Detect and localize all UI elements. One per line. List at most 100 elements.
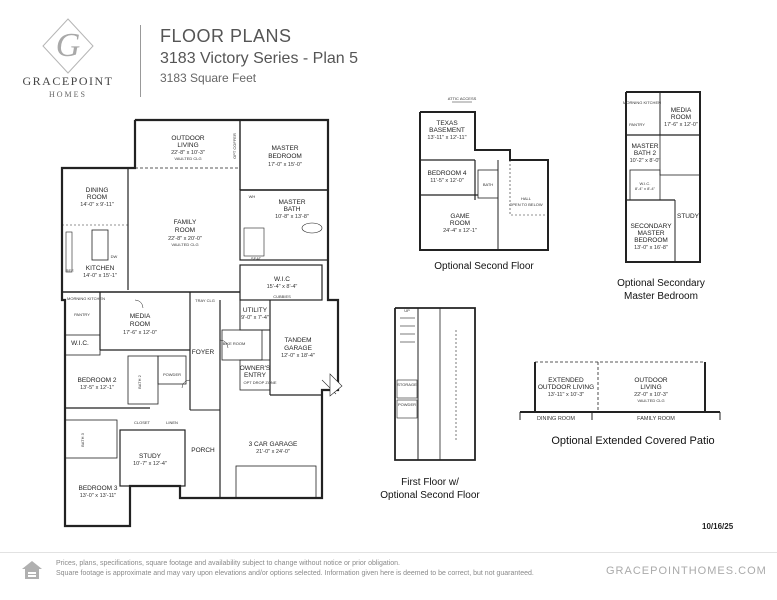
patio-dining-label: DINING ROOM [537,416,575,422]
seat-label: SEAT [251,256,262,261]
kitchen-dim: 14'-0" x 15'-1" [83,273,117,279]
website-link[interactable]: GRACEPOINTHOMES.COM [606,565,767,577]
family-room-label-2: ROOM [175,227,195,234]
bike-room-label: BIKE ROOM [223,341,246,346]
first-floor-caption-1: First Floor w/ [401,477,459,488]
family-room-label: FAMILY [174,219,197,226]
utility-label: UTILITY [243,307,268,314]
master-bath-label-2: BATH [284,206,301,213]
tandem-garage-dim: 12'-0" x 18'-4" [281,353,315,359]
master-bath-dim: 10'-8" x 13'-8" [275,214,309,220]
page-title: FLOOR PLANS [160,26,292,46]
patio-family-label: FAMILY ROOM [637,416,675,422]
master-bedroom-label: MASTER [271,145,298,152]
sm-media-room-label: MEDIA [671,107,692,114]
sm-morning-kitchen-label: MORNING KITCHEN [623,100,661,105]
dw-label: DW [111,254,118,259]
linen-label: LINEN [166,420,178,425]
bedroom-4-label: BEDROOM 4 [427,170,466,177]
texas-basement-label-2: BASEMENT [429,127,465,134]
family-room-dim: 22'-8" x 20'-0" [168,236,202,242]
tandem-garage-label: TANDEM [285,337,312,344]
second-floor-bath-label: BATH [483,182,493,187]
dining-room-label-2: ROOM [87,194,107,201]
attic-access-label: ATTIC ACCESS [448,96,477,101]
patio-outdoor-dim: 22'-0" x 10'-3" [634,392,668,398]
logo-mark-icon: G [42,18,94,74]
optional-second-floor-plan [419,101,549,251]
first-powder-label: POWDER [398,402,416,407]
optional-second-floor-caption: Optional Second Floor [434,261,534,272]
equal-housing-icon [22,561,42,579]
owners-entry-label: OWNER'S [240,365,271,372]
media-room-label: MEDIA [130,313,151,320]
bedroom-3-dim: 13'-0" x 13'-11" [80,493,117,499]
patio-outdoor-label-2: LIVING [640,384,661,391]
sm-media-room-dim: 17'-6" x 12'-0" [664,122,698,128]
extended-outdoor-label-2: OUTDOOR LIVING [538,384,594,391]
brand-name: GRACEPOINT [22,74,114,88]
sm-master-bath-label-2: BATH 2 [634,150,657,157]
master-bath-label: MASTER [278,199,305,206]
disclaimer-line-2: Square footage is approximate and may va… [56,570,534,577]
outdoor-living-note: VAULTED CLG [174,156,201,161]
porch-label: PORCH [191,447,215,454]
master-bedroom-label-2: BEDROOM [268,153,302,160]
sm-master-bath-label: MASTER [631,143,658,150]
storage-label: STORAGE [397,382,417,387]
owners-entry-label-2: ENTRY [244,372,267,379]
secondary-master-plan [625,91,701,263]
first-floor-w-second-plan [394,307,476,461]
patio-outdoor-note: VAULTED CLG [637,398,664,403]
wic-label: W.I.C [274,276,290,283]
opt-coffer-label: OPT COFFER [232,133,237,159]
media-room-label-2: ROOM [130,321,150,328]
extended-outdoor-dim: 13'-11" x 10'-3" [548,392,585,398]
texas-basement-label: TEXAS [436,120,458,127]
wic-dim: 15'-4" x 8'-4" [267,284,298,290]
patio-outdoor-label: OUTDOOR [634,377,668,384]
media-room-dim: 17'-6" x 12'-0" [123,330,157,336]
patio-caption: Optional Extended Covered Patio [551,435,714,447]
open-to-below-label: OPEN TO BELOW [509,202,543,207]
dining-room-label: DINING [86,187,109,194]
outdoor-living-label-2: LIVING [177,142,198,149]
pantry-label: PANTRY [74,312,90,317]
bedroom-3-label: BEDROOM 3 [78,485,117,492]
tray-clg-label: TRAY CLG [195,298,215,303]
sm-wic-label: W.I.C. [640,181,651,186]
utility-dim: 9'-0" x 7'-4" [241,315,269,321]
secondary-master-caption-1: Optional Secondary [617,278,705,289]
bedroom-4-dim: 11'-5" x 12'-0" [430,178,463,184]
garage-label: 3 CAR GARAGE [249,441,298,448]
sm-bedroom-label: SECONDARY [630,223,672,230]
sm-master-bath-dim: 10'-2" x 8'-0" [630,158,661,164]
foyer-label: FOYER [192,349,215,356]
kitchen-label: KITCHEN [86,265,115,272]
sm-media-room-label-2: ROOM [671,114,691,121]
texas-basement-dim: 13'-11" x 12'-11" [427,135,466,141]
closet-label: CLOSET [134,420,151,425]
hall-label: HALL [521,196,532,201]
study-dim: 10'-7" x 12'-4" [133,461,167,467]
plan-sqft: 3183 Square Feet [160,71,257,85]
revision-date: 10/16/25 [702,522,734,531]
extended-outdoor-label: EXTENDED [548,377,584,384]
game-room-dim: 24'-4" x 12'-1" [443,228,477,234]
game-room-label: GAME [450,213,470,220]
header-divider [140,25,141,97]
garage-dim: 21'-0" x 24'-0" [256,449,290,455]
bedroom-2-label: BEDROOM 2 [77,377,116,384]
sm-bedroom-dim: 13'-0" x 16'-8" [634,245,668,251]
ref-label: REF. [66,268,75,273]
outdoor-living-label: OUTDOOR [171,135,205,142]
extended-patio-plan [519,361,721,420]
main-floor-plan [60,118,343,528]
bedroom-2-dim: 13'-5" x 12'-1" [80,385,114,391]
cubbies-label: CUBBIES [273,294,291,299]
bath-2-label: BATH 2 [137,374,142,388]
plan-series: 3183 Victory Series - Plan 5 [160,50,359,67]
disclaimer-line-1: Prices, plans, specifications, square fo… [56,560,400,567]
footer-divider [0,552,777,553]
sm-bedroom-label-3: BEDROOM [634,237,668,244]
